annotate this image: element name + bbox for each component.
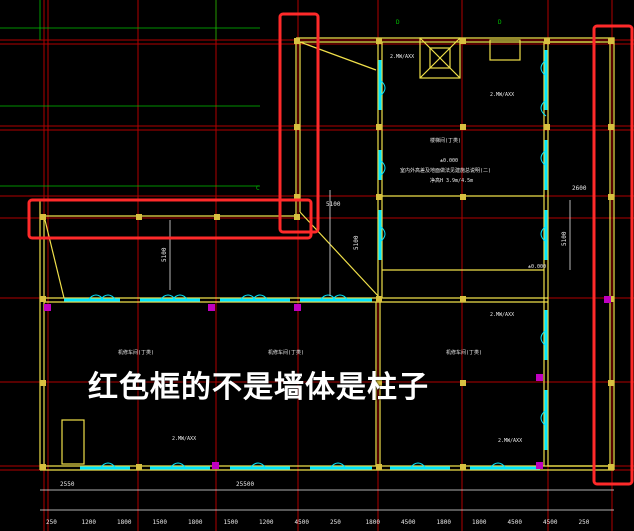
highlight-box-column-right	[592, 24, 634, 486]
dim-top-mid: 2600	[572, 185, 587, 192]
note-b: 2.MW/AXX	[490, 312, 514, 318]
dim-bottom-value: 4500	[295, 519, 310, 526]
room-a-label: 机修车间(丁类)	[118, 349, 154, 356]
dim-bottom-value: 1200	[82, 519, 97, 526]
top-room-line3: 室内外高差及地面做法见建施总说明(二)	[400, 167, 491, 174]
windows	[64, 50, 548, 470]
room-labels: 楼梯间(丁类) ±0.000 室内外高差及地面做法见建施总说明(二) 净高H 3…	[118, 54, 546, 444]
dim-bottom-value: 1500	[153, 519, 168, 526]
dim-bottom-row: 250 1200 1800 1500 1800 1500 1200 4500 250 1800 45…	[46, 519, 590, 526]
dim-bottom-value: 1800	[472, 519, 487, 526]
top-room-title: 楼梯间(丁类)	[430, 137, 461, 144]
note-d: 2.MW/AXX	[498, 438, 522, 444]
dim-bottom-mid: 25500	[236, 481, 254, 488]
note-c: 2.MW/AXX	[172, 436, 196, 442]
dim-bottom-value: 1500	[224, 519, 239, 526]
annotation-caption: 红色框的不是墙体是柱子	[88, 370, 429, 405]
dim-bottom-left: 2550	[60, 481, 75, 488]
axis-marks: D D C	[256, 19, 502, 192]
top-room-line2: ±0.000	[440, 158, 458, 164]
axis-mark-top-b: D	[498, 19, 502, 26]
dim-bottom-value: 1800	[437, 519, 452, 526]
dim-bottom-value: 4500	[543, 519, 558, 526]
dim-bottom-value: 1800	[366, 519, 381, 526]
note-e: 2.MW/AXX	[390, 54, 414, 60]
columns-magenta	[44, 296, 611, 469]
highlight-box-column-horizontal	[27, 198, 313, 240]
dim-bottom-value: 1800	[117, 519, 132, 526]
room-b-label: 机修车间(丁类)	[268, 349, 304, 356]
top-room-line4: 净高H 3.9m/4.5m	[430, 177, 473, 184]
dim-left-mid: 5100	[161, 247, 168, 262]
highlight-boxes	[27, 12, 634, 486]
dim-right-a: 5100	[353, 235, 360, 250]
dim-bottom-value: 4500	[508, 519, 523, 526]
dim-bottom-value: 4500	[401, 519, 416, 526]
dimension-lines	[40, 190, 614, 511]
dimension-labels: 5100 2600 5100 5100 5100 2550 25500 250 1…	[46, 185, 590, 526]
axis-mark-top-a: D	[396, 19, 400, 26]
green-guides	[0, 0, 260, 187]
elev-mark: ±0.000	[528, 264, 546, 270]
note-a: 2.MW/AXX	[490, 92, 514, 98]
dim-bottom-value: 1200	[259, 519, 274, 526]
dim-bottom-value: 250	[579, 519, 590, 526]
dim-right-b: 5100	[561, 231, 568, 246]
dim-bottom-value: 250	[330, 519, 341, 526]
axis-mark-left: C	[256, 185, 260, 192]
dim-bottom-value: 1800	[188, 519, 203, 526]
highlight-box-column-vertical	[278, 12, 320, 234]
dim-bottom-value: 250	[46, 519, 57, 526]
door-swings	[87, 59, 547, 469]
dim-top-left: 5100	[326, 201, 341, 208]
room-c-label: 机修车间(丁类)	[446, 349, 482, 356]
